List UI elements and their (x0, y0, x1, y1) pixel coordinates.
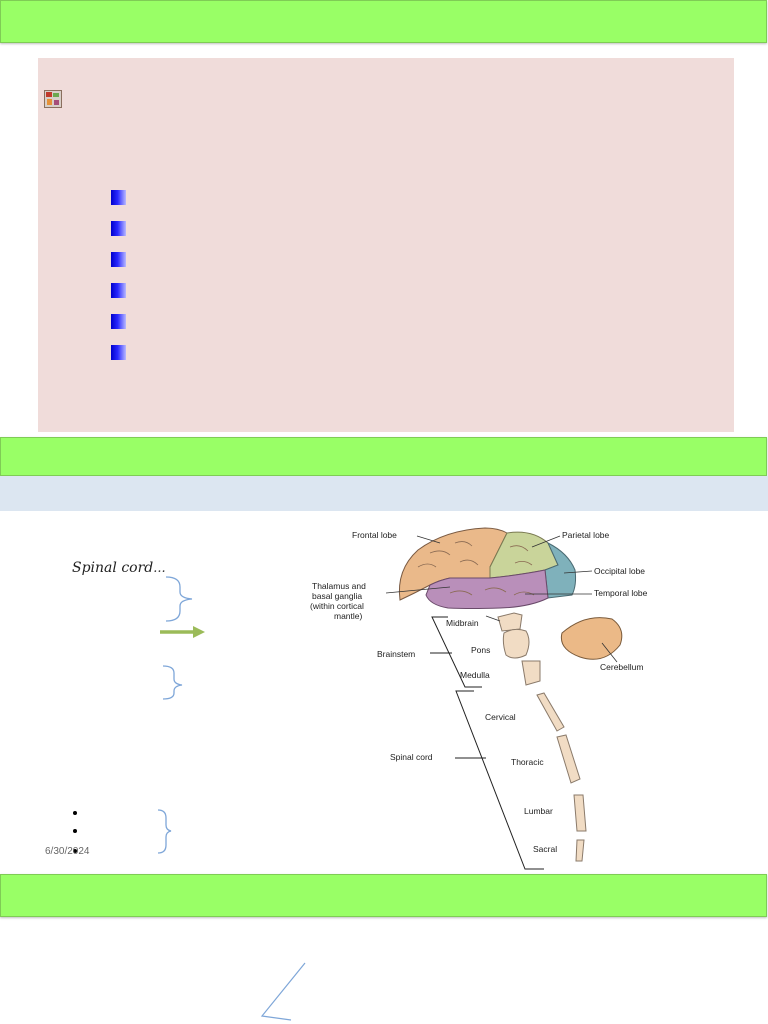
list-dot (73, 811, 77, 815)
content-panel (38, 58, 734, 432)
brace-icon (165, 576, 193, 622)
thalamus-label-3: (within cortical (310, 601, 364, 611)
brainstem-label: Brainstem (377, 649, 415, 659)
medulla (521, 660, 541, 686)
parietal-label: Parietal lobe (562, 530, 610, 540)
leader-lines (385, 535, 618, 663)
brain-folds (417, 541, 535, 596)
thoracic-segment (556, 734, 581, 784)
occipital-label: Occipital lobe (594, 566, 645, 576)
spinal-cord-heading: Spinal cord... (72, 560, 166, 576)
slide-date: 6/30/2024 (45, 846, 90, 857)
thalamus-label-1: Thalamus and (312, 581, 366, 591)
brainstem-bracket (431, 616, 482, 688)
frontal-label: Frontal lobe (352, 530, 397, 540)
arrow-right-icon (160, 626, 205, 638)
bullet-marker (111, 283, 126, 298)
top-header-bar (0, 0, 767, 43)
cerebellum (560, 617, 623, 660)
subtitle-band (0, 476, 768, 511)
midbrain-label: Midbrain (446, 618, 479, 628)
spinal-bracket (455, 690, 544, 870)
brace-icon (157, 809, 172, 854)
midbrain (497, 612, 523, 632)
cervical-label: Cervical (485, 712, 516, 722)
bullet-marker (111, 190, 126, 205)
pons-label: Pons (471, 645, 490, 655)
brain-diagram: Frontal lobe Parietal lobe Occipital lob… (310, 527, 648, 870)
sacral-label: Sacral (533, 844, 557, 854)
lumbar-segment (573, 794, 587, 832)
cervical-segment (536, 692, 565, 732)
sacral-segment (575, 839, 585, 862)
medulla-label: Medulla (460, 670, 490, 680)
annotation-marks (157, 576, 205, 854)
ellipsis-text: ... (153, 561, 166, 576)
pons (502, 628, 530, 659)
stray-line-mark (260, 962, 306, 1021)
lumbar-label: Lumbar (524, 806, 553, 816)
section-header-bar (0, 437, 767, 476)
list-dot (73, 829, 77, 833)
cerebellum-label: Cerebellum (600, 662, 643, 672)
thalamus-label-2: basal ganglia (312, 591, 362, 601)
temporal-label: Temporal lobe (594, 588, 648, 598)
spinal-cord-label: Spinal cord (390, 752, 433, 762)
thalamus-label-4: mantle) (334, 611, 363, 621)
list-dot (73, 849, 77, 853)
bottom-header-bar (0, 874, 767, 917)
bullet-marker (111, 221, 126, 236)
bullet-marker (111, 252, 126, 267)
brace-icon (162, 665, 183, 700)
occipital-lobe (544, 541, 577, 599)
broken-image-icon (44, 90, 62, 108)
spinal-cord-text: Spinal cord (72, 560, 154, 576)
bullet-marker (111, 345, 126, 360)
thoracic-label: Thoracic (511, 757, 544, 767)
bullet-marker (111, 314, 126, 329)
